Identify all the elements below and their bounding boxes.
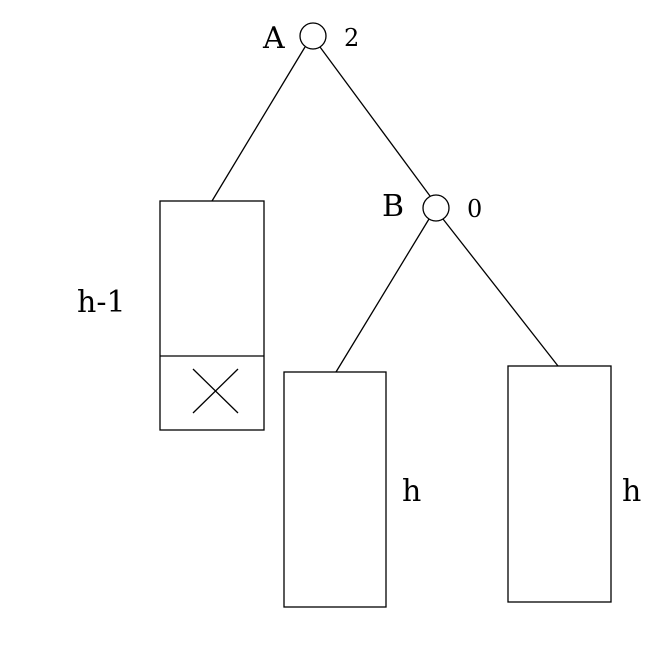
right-subtree-height-label: h xyxy=(622,474,641,509)
edge-a-to-left-subtree xyxy=(211,46,306,202)
node-a-balance: 2 xyxy=(344,24,359,52)
edge-b-to-middle-subtree xyxy=(335,218,430,373)
node-b: B 0 xyxy=(382,189,482,224)
middle-subtree-height-label: h xyxy=(402,474,421,509)
left-subtree: h-1 xyxy=(77,200,265,431)
right-subtree: h xyxy=(507,365,641,603)
right-subtree-box xyxy=(507,365,612,603)
inserted-node-x-mark xyxy=(192,368,239,414)
node-a: A 2 xyxy=(262,21,359,56)
left-subtree-box xyxy=(159,200,265,431)
middle-subtree-box xyxy=(283,371,387,608)
node-b-circle xyxy=(422,194,450,222)
left-subtree-height-label: h-1 xyxy=(77,285,126,320)
node-a-circle xyxy=(299,22,327,50)
edge-b-to-right-subtree xyxy=(442,218,559,367)
edge-a-to-b xyxy=(319,46,431,197)
middle-subtree: h xyxy=(283,371,421,608)
node-b-balance: 0 xyxy=(467,195,482,223)
node-b-label: B xyxy=(382,189,404,224)
node-a-label: A xyxy=(262,21,285,56)
